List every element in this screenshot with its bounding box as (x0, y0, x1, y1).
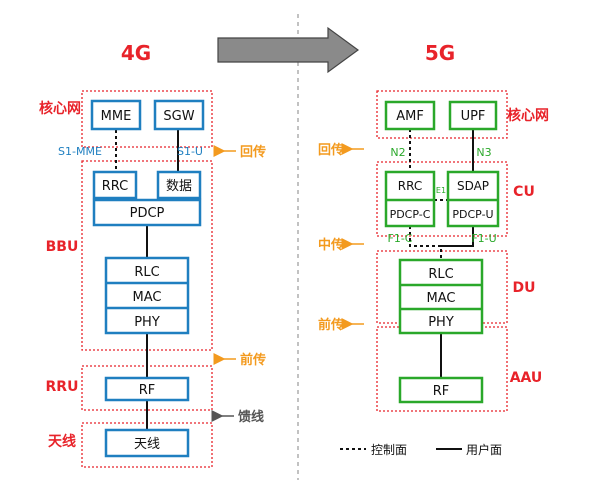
label-4g-fronthaul: 前传 (240, 352, 266, 368)
block-4g-rlc-mac-phy: RLC MAC PHY (104, 256, 190, 335)
block-4g-rrc: RRC (92, 170, 138, 200)
block-5g-sdap: SDAP (457, 179, 489, 193)
svg-text:天线: 天线 (134, 437, 160, 452)
zone-4g-rru-label: RRU (46, 379, 79, 395)
zone-5g-cu-label: CU (513, 184, 535, 200)
label-n3: N3 (476, 146, 491, 159)
block-5g-rlc: RLC (428, 267, 453, 282)
zone-5g-core (376, 90, 508, 139)
legend-user-label: 用户面 (466, 442, 502, 457)
title-4g: 4G (121, 41, 151, 65)
line-f1u (441, 226, 474, 247)
block-upf: UPF (448, 100, 498, 131)
block-5g-rlc-mac-phy: RLC MAC PHY (398, 258, 484, 335)
label-f1c: F1-C (388, 232, 413, 245)
label-s1u: S1-U (177, 145, 203, 158)
svg-text:数据: 数据 (166, 179, 192, 194)
block-5g-mac: MAC (427, 291, 456, 306)
svg-text:RF: RF (139, 383, 156, 398)
block-4g-pdcp: PDCP (92, 198, 202, 227)
evolution-arrow-icon (217, 26, 360, 74)
zone-5g-cu (376, 161, 508, 237)
zone-5g-du-label: DU (513, 280, 536, 296)
block-4g-data: 数据 (156, 170, 202, 200)
zone-4g-bbu-label: BBU (46, 239, 79, 255)
block-5g-phy: PHY (428, 315, 454, 330)
block-5g-pdcpu: PDCP-U (452, 208, 493, 221)
svg-text:RF: RF (433, 384, 450, 399)
svg-text:RRC: RRC (102, 179, 129, 194)
label-5g-backhaul: 回传 (318, 142, 344, 158)
svg-text:PDCP: PDCP (130, 206, 165, 221)
svg-text:SGW: SGW (163, 109, 194, 124)
label-5g-midhaul: 中传 (318, 237, 344, 253)
block-sgw: SGW (153, 99, 205, 131)
legend-control-label: 控制面 (371, 443, 407, 457)
label-e1: E1 (436, 186, 446, 195)
block-5g-rf: RF (398, 376, 484, 404)
svg-text:MME: MME (101, 109, 132, 124)
zone-5g-core-label: 核心网 (507, 107, 549, 124)
block-mme: MME (90, 99, 142, 131)
block-amf: AMF (384, 100, 436, 131)
block-4g-phy: PHY (134, 315, 160, 330)
label-5g-fronthaul: 前传 (318, 317, 344, 333)
block-4g-rlc: RLC (134, 265, 159, 280)
svg-text:UPF: UPF (461, 109, 486, 124)
title-5g: 5G (425, 41, 455, 65)
block-5g-pdcpc: PDCP-C (390, 208, 431, 221)
block-4g-mac: MAC (133, 290, 162, 305)
line-f1c (409, 226, 442, 260)
svg-text:AMF: AMF (396, 109, 424, 124)
label-s1mme: S1-MME (58, 145, 102, 158)
label-4g-backhaul: 回传 (240, 144, 266, 160)
block-5g-rrc: RRC (398, 179, 422, 193)
zone-5g-aau-label: AAU (510, 370, 543, 386)
zone-4g-core (81, 90, 213, 148)
zone-4g-core-label: 核心网 (39, 100, 81, 117)
block-5g-cp-stack: RRC PDCP-C (384, 170, 436, 228)
block-5g-up-stack: SDAP PDCP-U (446, 170, 500, 228)
label-n2: N2 (390, 146, 405, 159)
block-4g-rf: RF (104, 376, 190, 402)
label-4g-feeder: 馈线 (238, 409, 264, 425)
label-f1u: F1-U (471, 232, 496, 245)
zone-4g-antenna-label: 天线 (48, 433, 76, 450)
block-4g-antenna: 天线 (104, 428, 190, 458)
